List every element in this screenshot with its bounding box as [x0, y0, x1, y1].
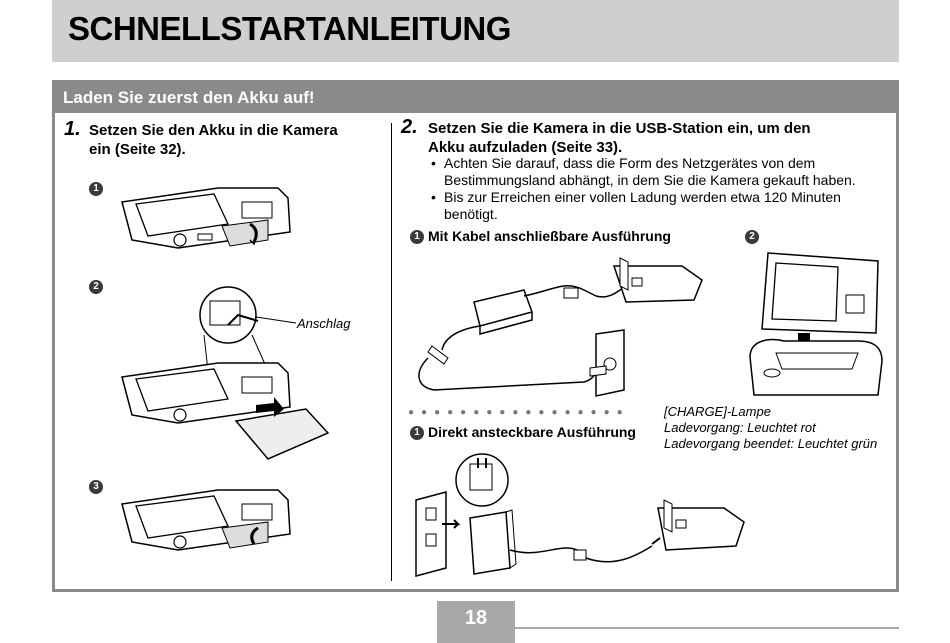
step1-marker-2: 2 [89, 280, 103, 294]
step1-marker-3: 3 [89, 480, 103, 494]
content-frame: Laden Sie zuerst den Akku auf! [52, 80, 899, 592]
step2-bullet-1: Achten Sie darauf, dass die Form des Net… [428, 155, 896, 189]
direct-version-label: Direkt ansteckbare Ausführung [428, 424, 636, 440]
step1-number: 1. [64, 118, 81, 140]
dotted-separator: ●●●●●●●●●●●●●●●●● [408, 407, 630, 418]
camera-battery-insert-illustration [121, 286, 330, 460]
step1-text: Setzen Sie den Akku in die Kamera ein (S… [89, 121, 338, 159]
step1-text-line1: Setzen Sie den Akku in die Kamera [89, 122, 338, 139]
step2-bullet-list: Achten Sie darauf, dass die Form des Net… [428, 155, 896, 223]
charge-note-line1: [CHARGE]-Lampe [664, 404, 771, 419]
section-header: Laden Sie zuerst den Akku auf! [55, 83, 896, 113]
page-number-box: 18 [437, 601, 515, 643]
charge-note-line2: Ladevorgang: Leuchtet rot [664, 420, 816, 435]
camera-battery-door-illustration [121, 187, 291, 249]
step2-text: Setzen Sie die Kamera in die USB-Station… [428, 119, 811, 157]
cable-version-marker: 1 [410, 230, 424, 244]
step1-marker-1: 1 [89, 182, 103, 196]
page-number: 18 [464, 607, 488, 629]
cable-charger-illustration [418, 257, 703, 397]
dock-marker: 2 [745, 230, 759, 244]
title-bar: SCHNELLSTARTANLEITUNG [52, 0, 899, 62]
camera-battery-close-illustration [121, 489, 291, 551]
anschlag-label: Anschlag [297, 316, 351, 331]
step2-text-line1: Setzen Sie die Kamera in die USB-Station… [428, 120, 811, 137]
section-title: Laden Sie zuerst den Akku auf! [63, 88, 315, 107]
direct-plug-charger-illustration [415, 453, 745, 577]
step1-text-line2: ein (Seite 32). [89, 141, 186, 158]
charge-note-line3: Ladevorgang beendet: Leuchtet grün [664, 436, 878, 451]
charge-lamp-note: [CHARGE]-Lampe Ladevorgang: Leuchtet rot… [664, 404, 877, 452]
step2-bullet-2: Bis zur Erreichen einer vollen Ladung we… [428, 189, 896, 223]
page-title: SCHNELLSTARTANLEITUNG [68, 10, 511, 47]
step2-text-line2: Akku aufzuladen (Seite 33). [428, 139, 623, 156]
footer-rule [515, 627, 899, 629]
cable-version-label: Mit Kabel anschließbare Ausführung [428, 228, 671, 244]
direct-version-marker: 1 [410, 426, 424, 440]
step2-number: 2. [401, 116, 418, 138]
camera-in-dock-illustration [749, 252, 883, 396]
column-divider [391, 123, 392, 581]
